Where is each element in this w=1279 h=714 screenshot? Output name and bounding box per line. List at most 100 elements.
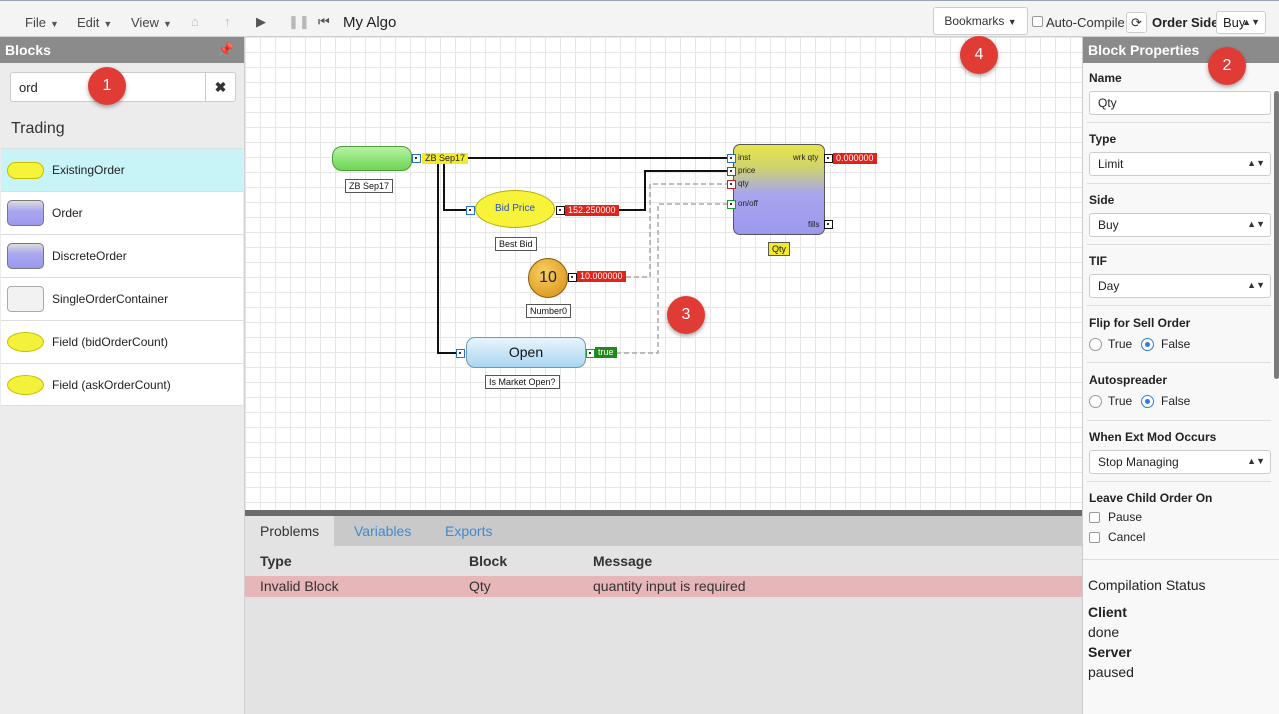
step-back-icon[interactable]: ⏮ [318, 14, 330, 29]
flip-true-label: True [1108, 337, 1133, 351]
order-caption: Qty [768, 242, 791, 256]
select-arrows-icon: ▲▼ [1247, 158, 1265, 168]
discrete-order-thumbnail-icon [7, 243, 44, 269]
file-menu[interactable]: File▼ [25, 15, 59, 30]
blocks-panel-title: Blocks [5, 42, 51, 58]
side-select[interactable]: Buy▲▼ [1089, 213, 1271, 237]
edit-menu-label: Edit [77, 15, 100, 30]
open-value: true [595, 347, 617, 358]
tif-select[interactable]: Day ▲▼ [1089, 274, 1271, 298]
tif-label: TIF [1089, 254, 1107, 268]
autospreader-true-radio[interactable] [1089, 395, 1102, 408]
wire-open-to-onoff [616, 203, 727, 354]
tab-variables[interactable]: Variables [354, 523, 412, 539]
autospreader-false-radio[interactable] [1141, 395, 1154, 408]
block-item-discrete-order[interactable]: DiscreteOrder [1, 234, 243, 277]
wire-number-to-qty [626, 183, 727, 278]
pause-checkbox[interactable] [1089, 512, 1100, 523]
clear-search-button[interactable]: ✖ [205, 73, 235, 101]
autospreader-label: Autospreader [1089, 373, 1168, 387]
field-thumbnail-icon [7, 332, 44, 352]
play-icon[interactable]: ▶ [256, 14, 266, 29]
algo-canvas[interactable]: ZB Sep17 ZB Sep17 Bid Price 152.250000 B… [245, 37, 1082, 510]
file-menu-label: File [25, 15, 46, 30]
instrument-block[interactable] [332, 146, 412, 171]
arrow-up-icon[interactable]: ↑ [224, 14, 231, 29]
order-wrkqty-port[interactable] [824, 154, 833, 163]
flip-true-radio[interactable] [1089, 338, 1102, 351]
type-value: Limit [1098, 157, 1124, 171]
number-out-port[interactable] [568, 273, 577, 282]
pin-icon[interactable]: 📌 [217, 42, 234, 57]
refresh-button[interactable]: ⟳ [1126, 12, 1147, 33]
open-in-port[interactable] [456, 349, 465, 358]
select-arrows-icon: ▲▼ [1247, 219, 1265, 229]
pause-icon[interactable]: ❚❚ [288, 14, 310, 29]
name-input[interactable]: Qty [1089, 91, 1271, 115]
order-price-port[interactable] [727, 167, 736, 176]
block-item-label: ExistingOrder [52, 163, 125, 177]
prop-side: Side Buy▲▼ [1089, 193, 1271, 237]
callout-badge-4: 4 [960, 36, 998, 74]
cancel-checkbox[interactable] [1089, 532, 1100, 543]
order-side-select[interactable]: Buy▲▼ [1216, 11, 1266, 34]
bid-price-label: Bid Price [494, 203, 535, 214]
field-thumbnail-icon [7, 375, 44, 395]
view-menu-label: View [131, 15, 159, 30]
column-header-message[interactable]: Message [593, 553, 653, 569]
is-market-open-block[interactable]: Open [466, 337, 586, 368]
block-item-single-order-container[interactable]: SingleOrderContainer [1, 277, 243, 320]
divider [1087, 481, 1271, 482]
ext-mod-select[interactable]: Stop Managing▲▼ [1089, 450, 1271, 474]
block-item-order[interactable]: Order [1, 191, 243, 234]
home-icon[interactable]: ⌂ [191, 14, 199, 29]
autospreader-false-label: False [1161, 394, 1191, 408]
bid-out-port[interactable] [556, 206, 565, 215]
tif-value: Day [1098, 279, 1120, 293]
number-block[interactable]: 10 [528, 258, 568, 298]
block-properties-title: Block Properties [1088, 42, 1200, 58]
table-row[interactable]: Invalid Block Qty quantity input is requ… [245, 576, 1082, 597]
block-item-existing-order[interactable]: ExistingOrder [1, 148, 243, 191]
block-item-label: DiscreteOrder [52, 249, 127, 263]
prop-autospreader: Autospreader True False [1089, 373, 1271, 408]
type-select[interactable]: Limit ▲▼ [1089, 152, 1271, 176]
open-label: Open [508, 344, 544, 360]
leave-child-order-label: Leave Child Order On [1089, 491, 1213, 505]
prop-leave-child-order: Leave Child Order On Pause Cancel [1089, 491, 1271, 544]
open-out-port[interactable] [586, 349, 595, 358]
side-label: Side [1089, 193, 1115, 207]
wire-bid-to-price [618, 170, 727, 211]
column-header-block[interactable]: Block [469, 553, 508, 569]
order-inst-port[interactable] [727, 154, 736, 163]
order-onoff-label: on/off [738, 199, 758, 208]
block-item-field-bid-order-count[interactable]: Field (bidOrderCount) [1, 320, 243, 363]
panel-splitter[interactable] [245, 510, 1082, 516]
scrollbar[interactable] [1274, 91, 1279, 379]
order-qty-port[interactable] [727, 180, 736, 189]
bid-price-block[interactable]: Bid Price [475, 190, 555, 228]
order-onoff-port[interactable] [727, 200, 736, 209]
bookmarks-button[interactable]: Bookmarks ▼ [933, 7, 1028, 35]
tab-problems[interactable]: Problems [245, 516, 335, 546]
column-header-type[interactable]: Type [260, 553, 292, 569]
view-menu[interactable]: View▼ [131, 15, 172, 30]
auto-compile-checkbox[interactable] [1032, 16, 1043, 27]
problems-panel: Problems Variables Exports Type Block Me… [245, 516, 1082, 714]
order-side-label: Order Side [1152, 15, 1219, 30]
tab-exports[interactable]: Exports [445, 523, 493, 539]
row-message: quantity input is required [593, 578, 746, 594]
block-item-field-ask-order-count[interactable]: Field (askOrderCount) [1, 363, 243, 406]
server-value: paused [1088, 664, 1134, 680]
order-fills-port[interactable] [824, 220, 833, 229]
auto-compile-label: Auto-Compile [1046, 15, 1125, 30]
edit-menu[interactable]: Edit▼ [77, 15, 112, 30]
order-block[interactable] [733, 144, 825, 235]
bid-in-port[interactable] [466, 206, 475, 215]
flip-false-radio[interactable] [1141, 338, 1154, 351]
bid-caption: Best Bid [495, 237, 537, 251]
number-label: 10 [539, 269, 557, 286]
instrument-out-port[interactable] [412, 154, 421, 163]
select-arrows-icon: ▲▼ [1247, 280, 1265, 290]
category-label: Trading [11, 120, 65, 137]
